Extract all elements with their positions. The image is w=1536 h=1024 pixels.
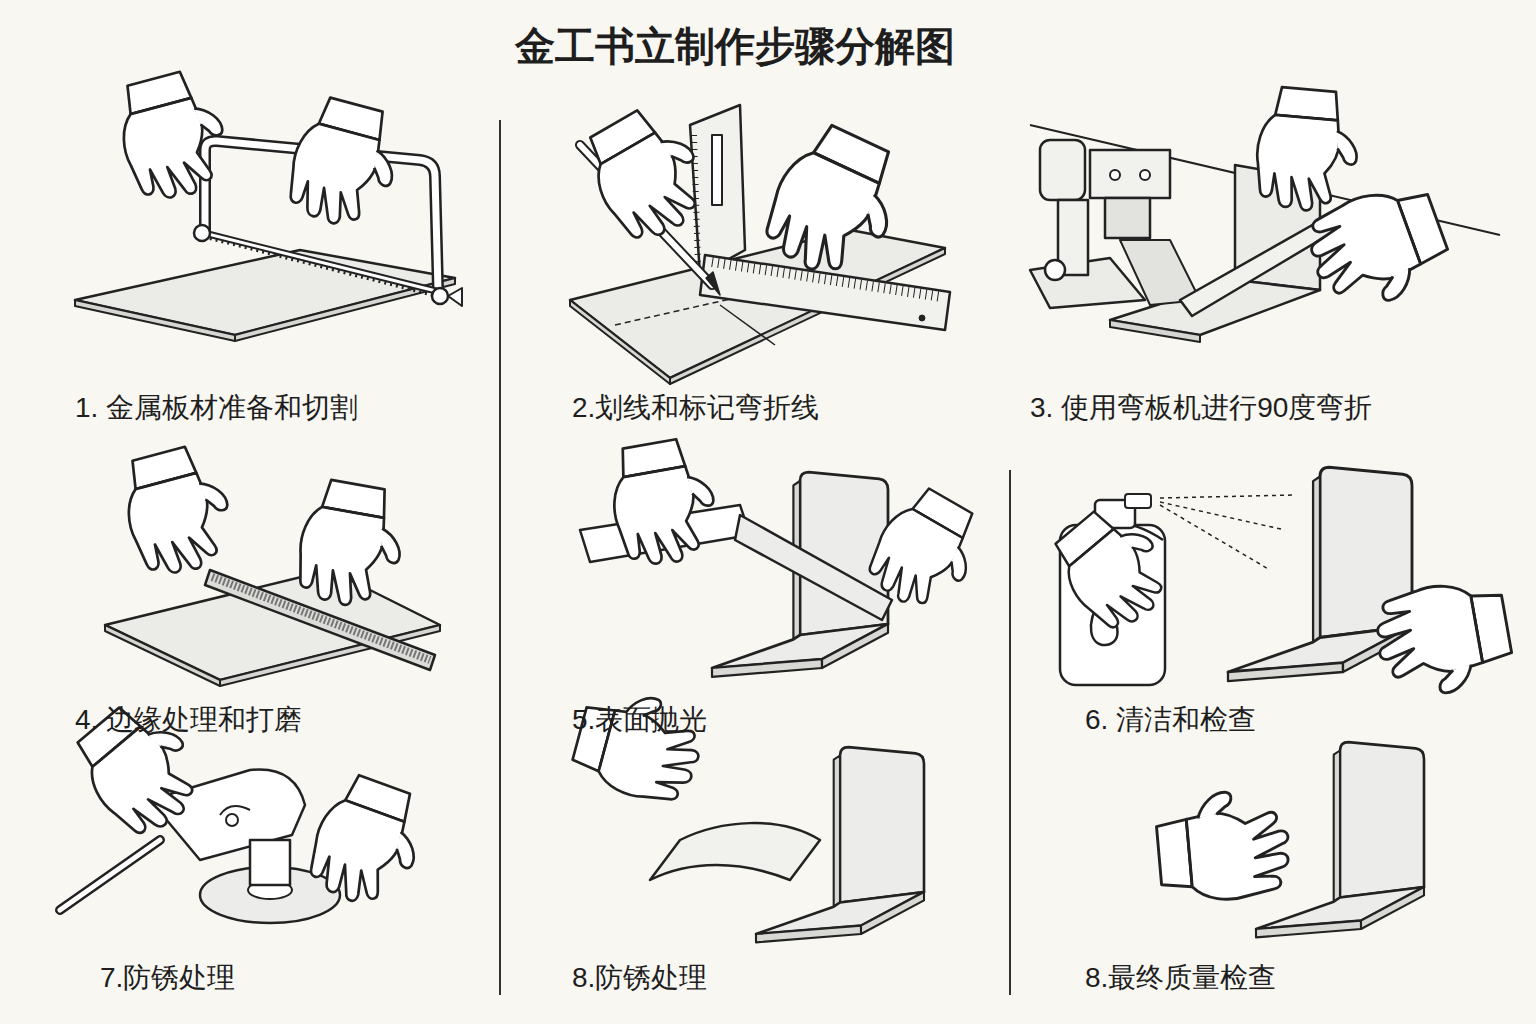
marking-illustration — [570, 97, 950, 384]
cleaning-illustration-part-part — [1160, 505, 1270, 570]
divider-line — [500, 120, 1010, 995]
filing-illustration-part — [114, 440, 241, 582]
inspection-illustration — [1154, 742, 1424, 937]
step-caption: 3. 使用弯板机进行90度弯折 — [1030, 391, 1372, 425]
cleaning-illustration-part — [1370, 575, 1517, 703]
polishing-illustration-part — [858, 480, 993, 622]
marking-illustration-part — [706, 272, 720, 295]
polishing-illustration-part — [604, 435, 723, 571]
bending-illustration-part — [1045, 260, 1065, 280]
cutting-illustration-part — [281, 93, 408, 235]
cleaning-illustration-part-part — [1160, 502, 1285, 530]
wiping-illustration-part — [568, 682, 710, 809]
bending-illustration-part — [1253, 85, 1363, 214]
cleaning-illustration-part — [1042, 496, 1184, 640]
bending-illustration-part — [1105, 198, 1150, 238]
wiping-illustration-part — [650, 823, 820, 880]
marking-illustration-part — [712, 135, 722, 205]
marking-illustration-part — [919, 315, 925, 321]
step-caption: 2.划线和标记弯折线 — [572, 391, 819, 425]
polishing-illustration — [580, 435, 993, 677]
step-caption: 7.防锈处理 — [100, 961, 235, 995]
bending-illustration-part — [1140, 170, 1150, 180]
cutting-illustration-part — [75, 300, 235, 341]
cutting-illustration-part — [448, 288, 462, 306]
step-caption: 8.最终质量检查 — [1085, 961, 1276, 995]
grinding-illustration-part — [300, 769, 435, 916]
cleaning-illustration-part — [1160, 495, 1295, 570]
cutting-illustration-part — [204, 237, 436, 296]
grinding-illustration-part — [220, 806, 250, 815]
step-caption: 5.表面抛光 — [572, 703, 707, 737]
filing-illustration-part — [292, 477, 411, 613]
cutting-illustration-part — [194, 225, 210, 241]
grinding-illustration — [60, 691, 435, 923]
step-caption: 4. 边缘处理和打磨 — [75, 703, 302, 737]
cleaning-illustration-part — [1125, 494, 1151, 508]
bending-illustration — [1030, 85, 1500, 342]
cutting-illustration-part — [200, 232, 440, 292]
marking-illustration-part — [712, 262, 942, 297]
marking-illustration-part — [720, 305, 775, 345]
grinding-illustration-part — [60, 840, 160, 910]
bending-illustration-part — [1110, 170, 1120, 180]
filing-illustration-part — [105, 625, 220, 686]
filing-illustration — [105, 440, 440, 686]
bending-illustration-part — [1040, 140, 1085, 200]
inspection-illustration-part — [1154, 787, 1293, 905]
step-caption: 1. 金属板材准备和切割 — [75, 391, 358, 425]
bending-illustration-part — [1110, 320, 1200, 342]
cutting-illustration — [75, 65, 462, 341]
divider-line-part — [1009, 470, 1011, 995]
polishing-illustration-part — [735, 515, 892, 620]
divider-line-part — [499, 120, 501, 995]
filing-illustration-part — [105, 570, 440, 680]
bending-illustration-part — [1298, 175, 1457, 320]
marking-illustration-part — [574, 97, 720, 251]
step-caption: 8.防锈处理 — [572, 961, 707, 995]
cutting-illustration-part — [200, 232, 440, 292]
diagram-title: 金工书立制作步骤分解图 — [515, 22, 955, 70]
marking-illustration-part — [570, 300, 670, 384]
marking-illustration-part — [700, 255, 950, 330]
bending-illustration-part — [1090, 150, 1170, 198]
marking-illustration-part — [753, 116, 916, 291]
cutting-illustration-part — [109, 65, 236, 207]
marking-illustration-part — [690, 105, 745, 275]
wiping-illustration — [568, 682, 924, 942]
cleaning-illustration-part-part — [1160, 495, 1295, 498]
grinding-illustration-part — [250, 840, 290, 885]
grinding-illustration-part — [226, 814, 238, 826]
cutting-illustration-part — [432, 288, 448, 304]
step-caption: 6. 清洁和检查 — [1085, 703, 1256, 737]
grinding-illustration-part — [60, 840, 160, 910]
cleaning-illustration — [1042, 467, 1516, 703]
